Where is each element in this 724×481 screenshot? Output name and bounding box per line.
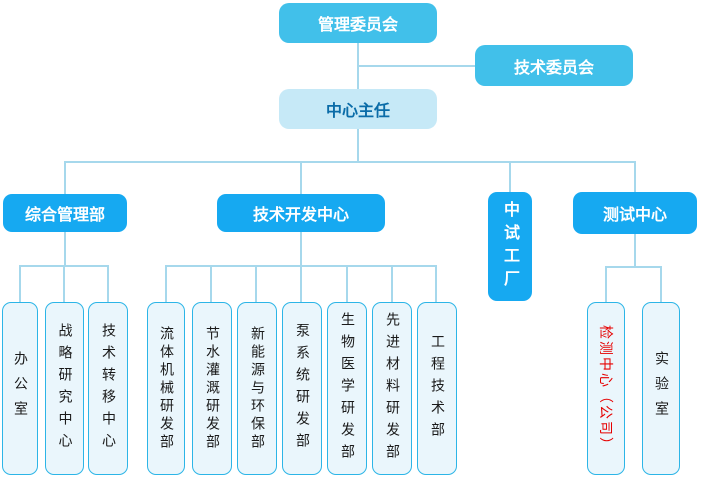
node-engineering-tech-dept: 工程技术部: [417, 302, 457, 475]
node-label: 生物医学研发部: [339, 311, 355, 466]
connector-line: [605, 266, 607, 302]
connector-line: [64, 161, 636, 163]
node-label: 泵系统研发部: [294, 322, 310, 455]
node-management-committee: 管理委员会: [279, 3, 437, 43]
node-label: 新能源与环保部: [249, 325, 265, 452]
connector-line: [634, 161, 636, 192]
node-label: 检测中心（公司）: [597, 324, 613, 453]
node-label: 技术开发中心: [252, 205, 349, 224]
node-label: 工程技术部: [429, 333, 445, 444]
connector-line: [660, 266, 662, 302]
node-inspection-center-company: 检测中心（公司）: [587, 302, 625, 475]
node-biomedical-dept: 生物医学研发部: [327, 302, 367, 475]
connector-line: [435, 265, 437, 302]
node-label: 中试工厂: [501, 200, 520, 293]
connector-line: [107, 265, 109, 302]
connector-line: [357, 129, 359, 162]
node-label: 技术委员会: [513, 57, 594, 77]
node-label: 战略研究中心: [56, 322, 73, 455]
node-advanced-materials-dept: 先进材料研发部: [372, 302, 412, 475]
node-tech-development-center: 技术开发中心: [217, 194, 385, 232]
node-center-director: 中心主任: [279, 89, 437, 129]
connector-line: [63, 265, 65, 302]
connector-line: [64, 161, 66, 194]
node-label: 技术转移中心: [100, 322, 116, 455]
node-label: 先进材料研发部: [384, 311, 400, 466]
connector-line: [300, 232, 302, 266]
connector-line: [64, 232, 66, 266]
node-new-energy-env-dept: 新能源与环保部: [237, 302, 277, 475]
node-water-irrigation-dept: 节水灌溉研发部: [192, 302, 232, 475]
connector-line: [634, 234, 636, 267]
node-tech-transfer-center: 技术转移中心: [88, 302, 128, 475]
connector-line: [605, 266, 662, 268]
node-label: 管理委员会: [317, 15, 398, 34]
connector-line: [346, 265, 348, 302]
connector-line: [509, 161, 511, 192]
node-test-center: 测试中心: [573, 192, 697, 234]
connector-line: [255, 265, 257, 302]
node-label: 节水灌溉研发部: [204, 325, 220, 452]
node-label: 中心主任: [325, 101, 390, 120]
node-office: 办公室: [2, 302, 38, 475]
node-label: 流体机械研发部: [158, 325, 174, 452]
node-strategy-research-center: 战略研究中心: [45, 302, 84, 475]
node-fluid-machinery-dept: 流体机械研发部: [147, 302, 185, 475]
connector-line: [165, 265, 167, 302]
node-laboratory: 实验室: [642, 302, 680, 475]
node-label: 实验室: [653, 351, 669, 426]
connector-line: [391, 265, 393, 302]
node-general-management-dept: 综合管理部: [3, 194, 127, 232]
connector-line: [19, 265, 21, 302]
node-pilot-plant: 中试工厂: [488, 192, 532, 301]
node-label: 测试中心: [602, 205, 667, 224]
connector-line: [210, 265, 212, 302]
connector-line: [300, 161, 302, 194]
node-technical-committee: 技术委员会: [475, 45, 633, 86]
node-pump-system-dept: 泵系统研发部: [282, 302, 322, 475]
connector-line: [300, 265, 302, 302]
node-label: 办公室: [12, 351, 28, 426]
connector-line: [358, 65, 475, 67]
node-label: 综合管理部: [24, 205, 105, 224]
